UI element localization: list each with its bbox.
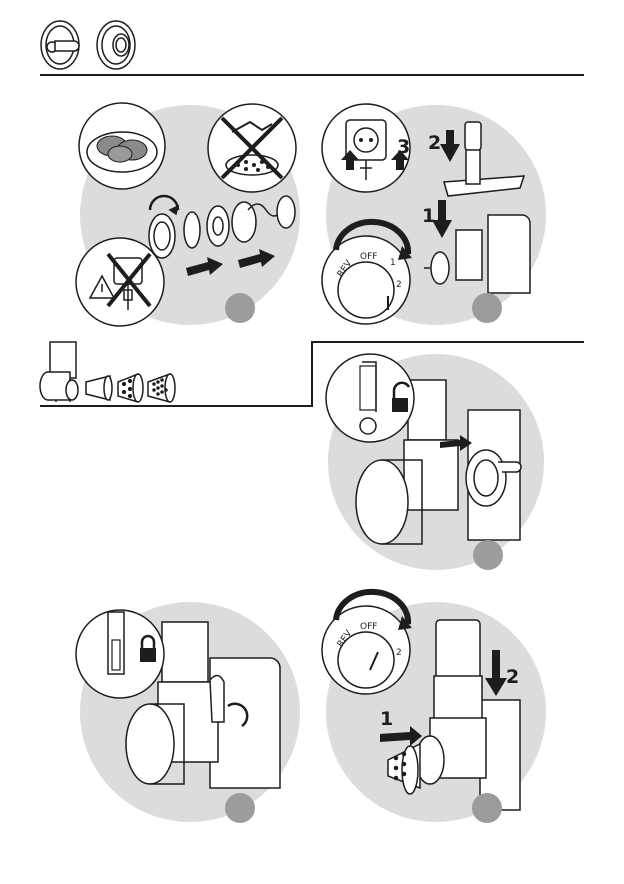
dial-off-label-5: OFF bbox=[360, 622, 377, 632]
dial-2-label-5: 2 bbox=[396, 648, 402, 658]
side-arrow-number-5: 1 bbox=[380, 708, 393, 730]
step-5-badge bbox=[472, 793, 502, 823]
top-arrow-number-5: 2 bbox=[506, 666, 519, 688]
